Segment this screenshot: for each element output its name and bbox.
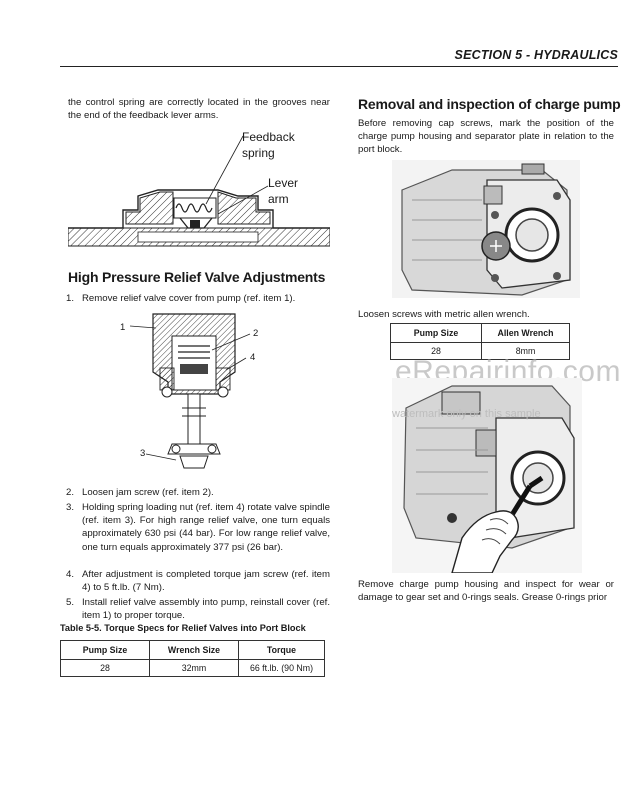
relief-torque-table: Pump Size Wrench Size Torque 28 32mm 66 … [60, 640, 325, 677]
label-spring: spring [242, 146, 275, 160]
step-number: 4. [65, 569, 74, 580]
relief-valve-heading: High Pressure Relief Valve Adjustments [68, 269, 326, 285]
step-number: 3. [65, 502, 74, 513]
label-feedback: Feedback [242, 130, 295, 144]
callout-3: 3 [140, 448, 146, 459]
charge-pump-heading: Removal and inspection of charge pump [358, 96, 621, 112]
allen-wrench-table: Pump Size Allen Wrench 28 8mm [390, 323, 570, 360]
table-cell: 66 ft.lb. (90 Nm) [238, 659, 325, 677]
table-cell: 28 [390, 342, 482, 360]
section-header: SECTION 5 - HYDRAULICS [454, 48, 618, 62]
loosen-screws-text: Loosen screws with metric allen wrench. [358, 309, 530, 320]
label-lever: Lever [268, 176, 299, 190]
step-3: 3. Holding spring loading nut (ref. item… [60, 501, 330, 561]
step-5: 5. Install relief valve assembly into pu… [60, 596, 330, 624]
watermark-subtext: watermark only on this sample [392, 408, 541, 420]
table-row: 28 32mm 66 ft.lb. (90 Nm) [60, 659, 325, 677]
table-cell: 32mm [149, 659, 239, 677]
column-header: Wrench Size [149, 640, 239, 660]
step-4: 4. After adjustment is completed torque … [60, 568, 330, 596]
feedback-spring-figure: Feedback spring Lever arm [67, 128, 331, 250]
step-number: 1. [65, 293, 74, 304]
feedback-spring-diagram [67, 135, 331, 247]
pump-photo-graphic [392, 160, 580, 298]
column-header: Pump Size [60, 640, 150, 660]
step-text: After adjustment is completed torque jam… [82, 569, 330, 594]
step-text: Holding spring loading nut (ref. item 4)… [82, 502, 330, 553]
pump-wrench-graphic [392, 378, 582, 574]
table-row: 28 8mm [390, 342, 570, 360]
step-number: 5. [65, 597, 74, 608]
inspect-paragraph: Remove charge pump housing and inspect f… [358, 579, 614, 604]
column-header: Torque [238, 640, 325, 660]
callout-4: 4 [250, 352, 256, 363]
pump-photo-1 [392, 160, 580, 298]
step-2: 2. Loosen jam screw (ref. item 2). [60, 486, 330, 500]
relief-valve-diagram [129, 313, 251, 469]
table-cell: 8mm [481, 342, 570, 360]
intro-paragraph: the control spring are correctly located… [68, 97, 330, 122]
step-number: 2. [65, 487, 74, 498]
table-header-row: Pump Size Allen Wrench [390, 323, 570, 343]
column-header: Pump Size [390, 323, 482, 343]
step-text: Install relief valve assembly into pump,… [82, 597, 330, 622]
callout-2: 2 [253, 328, 259, 339]
step-text: Loosen jam screw (ref. item 2). [82, 487, 214, 498]
label-arm: arm [268, 192, 289, 206]
column-header: Allen Wrench [481, 323, 570, 343]
table-header-row: Pump Size Wrench Size Torque [60, 640, 325, 660]
table-caption: Table 5-5. Torque Specs for Relief Valve… [60, 623, 306, 633]
relief-valve-figure: 1 2 4 3 [120, 312, 270, 472]
step-1: 1. Remove relief valve cover from pump (… [60, 292, 330, 308]
step-text: Remove relief valve cover from pump (ref… [82, 293, 296, 304]
header-rule [60, 66, 618, 67]
table-cell: 28 [60, 659, 150, 677]
pump-photo-2: watermark only on this sample [392, 378, 582, 574]
charge-pump-intro: Before removing cap screws, mark the pos… [358, 118, 614, 156]
callout-1: 1 [120, 322, 126, 333]
